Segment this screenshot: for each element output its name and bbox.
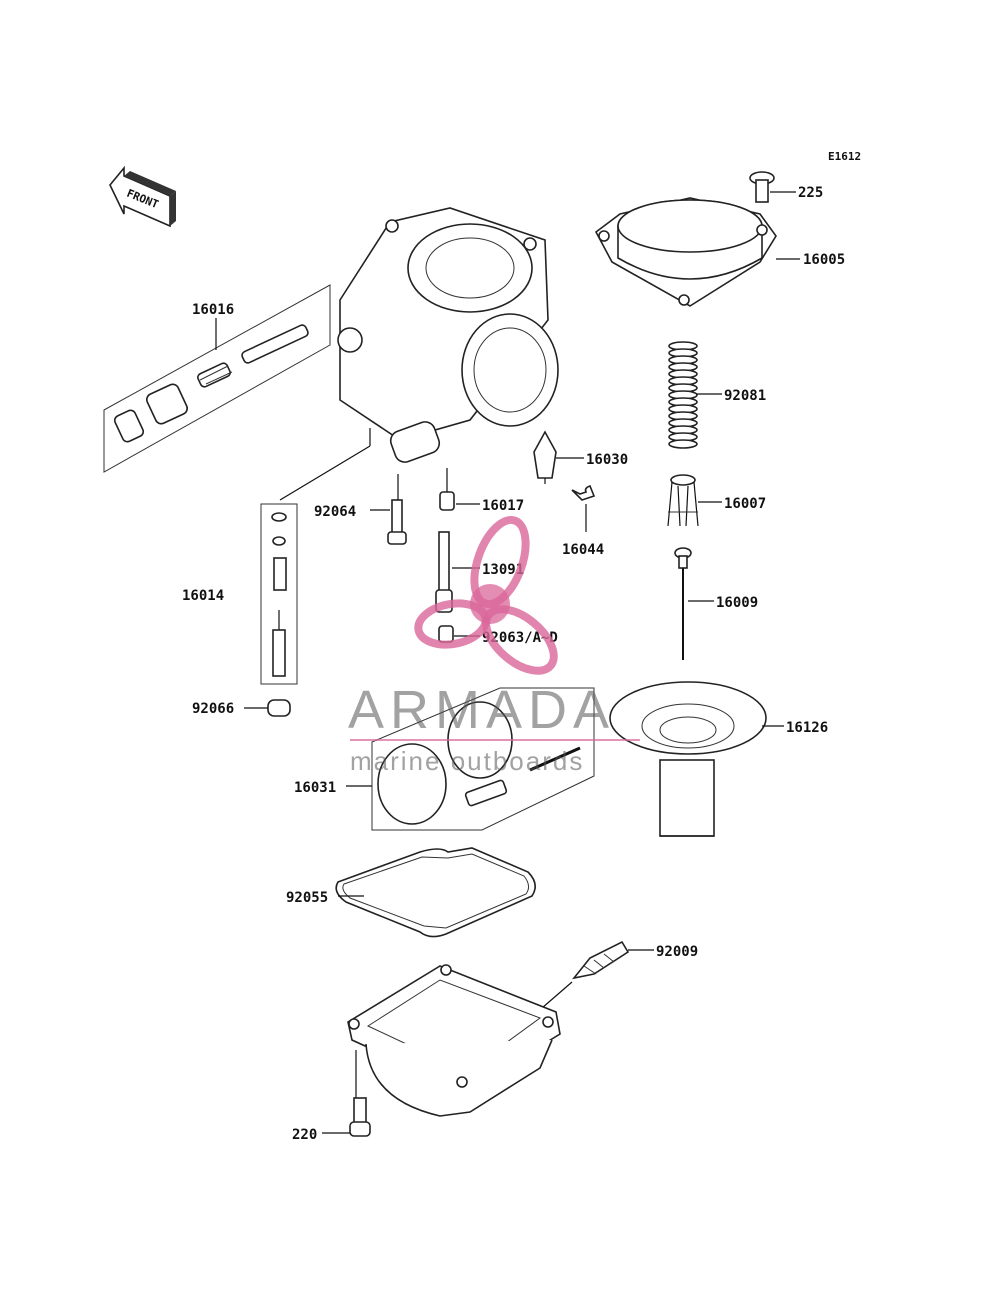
starter-plunger-kit xyxy=(260,428,371,685)
propeller-logo-icon xyxy=(414,515,558,675)
watermark-brand: ARMADA xyxy=(348,680,615,740)
clip-16044 xyxy=(571,485,596,501)
label-92066: 92066 xyxy=(192,701,234,717)
jet-16017 xyxy=(439,491,455,511)
float-bowl xyxy=(347,964,561,1117)
label-220: 220 xyxy=(292,1127,317,1143)
screw-225 xyxy=(749,171,775,203)
watermark-tagline: marine outboards xyxy=(350,746,584,776)
label-16017: 16017 xyxy=(482,498,524,514)
spring-92081 xyxy=(668,341,698,449)
screw-220 xyxy=(349,1050,371,1137)
label-13091: 13091 xyxy=(482,562,524,578)
label-16016: 16016 xyxy=(192,302,234,318)
float-valve-16030 xyxy=(533,430,557,484)
label-16014: 16014 xyxy=(182,588,224,604)
label-16005: 16005 xyxy=(803,252,845,268)
label-16007: 16007 xyxy=(724,496,766,512)
label-92081: 92081 xyxy=(724,388,766,404)
gasket-92055 xyxy=(335,847,536,938)
label-16031: 16031 xyxy=(294,780,336,796)
screw-92064 xyxy=(387,499,407,545)
spring-coil xyxy=(668,439,698,449)
label-92055: 92055 xyxy=(286,890,328,906)
label-92064: 92064 xyxy=(314,504,356,520)
carburetor-body xyxy=(337,207,559,463)
pilot-screw-kit xyxy=(103,284,331,473)
jet-needle-16009 xyxy=(674,547,692,660)
needle-jet-13091 xyxy=(435,531,453,613)
diaphragm-16126 xyxy=(609,681,767,837)
label-225: 225 xyxy=(798,185,823,201)
cap-92066 xyxy=(267,699,291,717)
main-jet-92063 xyxy=(438,625,454,643)
label-92063: 92063/A~D xyxy=(482,630,558,646)
armada-watermark: ARMADA marine outboards xyxy=(348,515,640,776)
diagram-code: E1612 xyxy=(828,150,861,163)
label-16126: 16126 xyxy=(786,720,828,736)
front-arrow-icon: FRONT xyxy=(109,165,176,228)
label-16044: 16044 xyxy=(562,542,604,558)
top-cover-16005 xyxy=(594,197,777,307)
label-16009: 16009 xyxy=(716,595,758,611)
needle-holder-16007 xyxy=(667,474,699,527)
drain-screw-92009 xyxy=(572,940,630,980)
label-92009: 92009 xyxy=(656,944,698,960)
label-16030: 16030 xyxy=(586,452,628,468)
